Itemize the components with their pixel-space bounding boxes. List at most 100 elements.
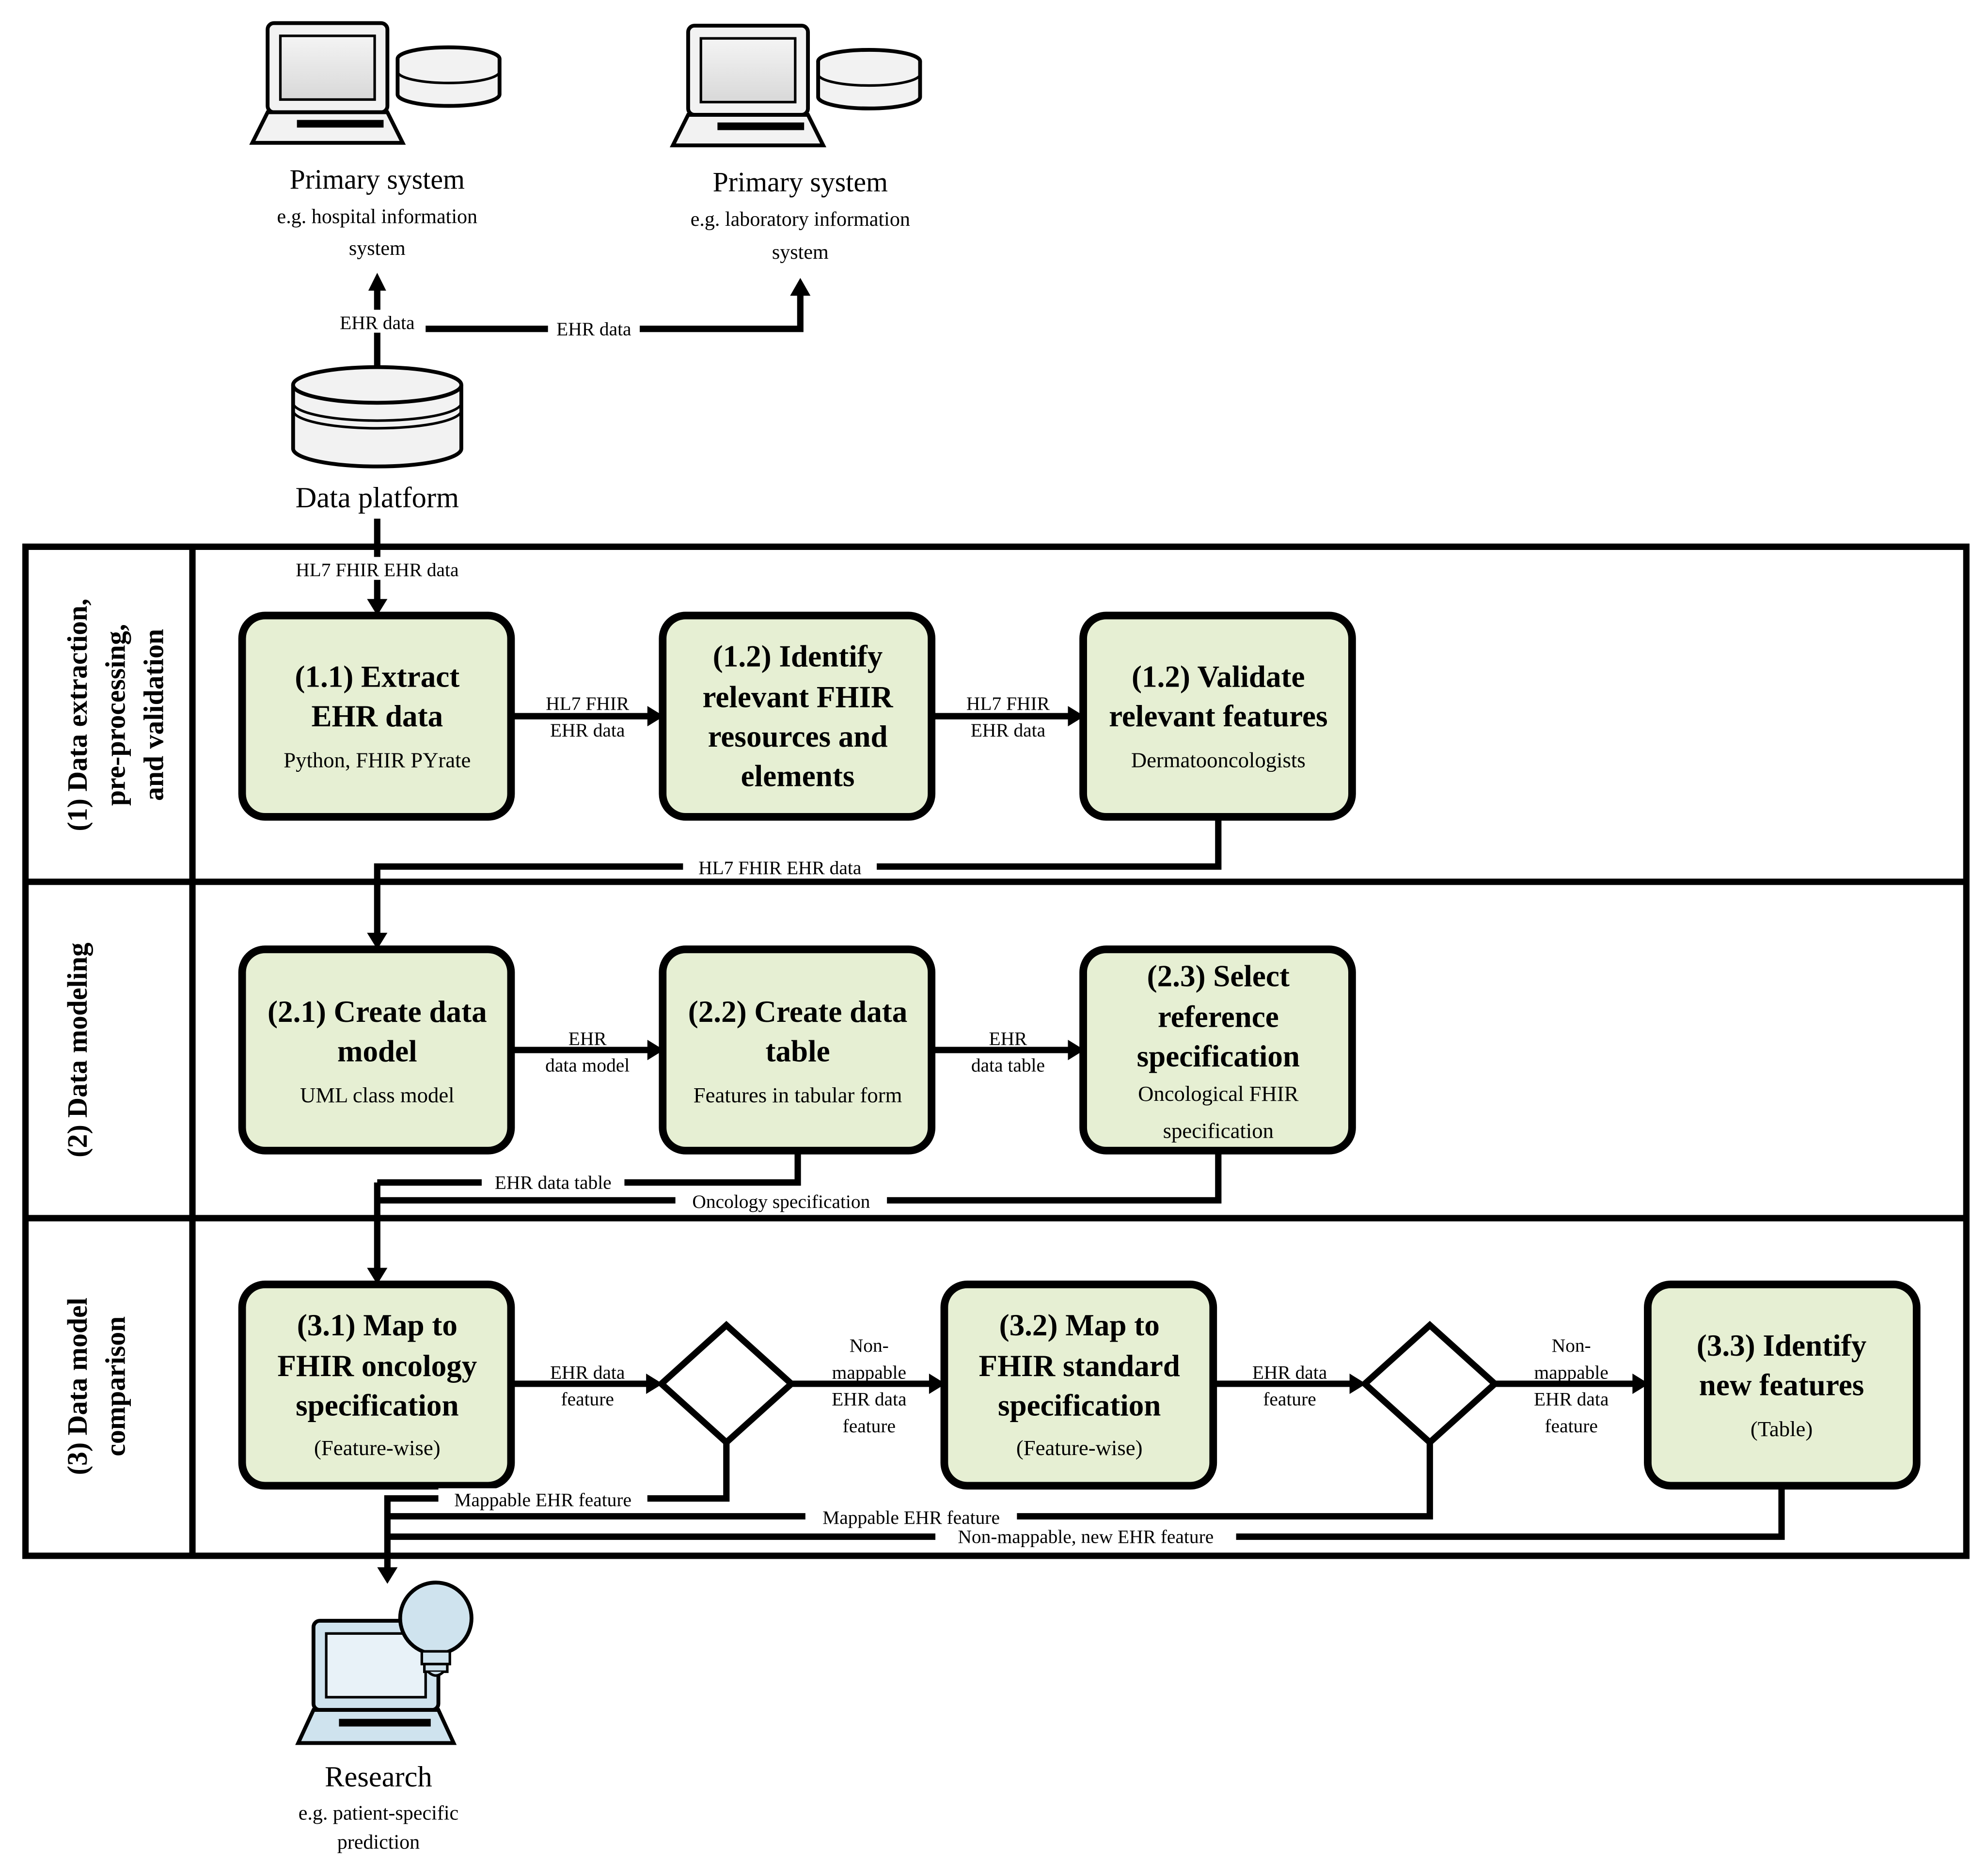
step-1-3-title-1: (1.2) Validate <box>1132 660 1305 694</box>
hospital-system-subtitle-2: system <box>349 237 406 260</box>
step-1-2-title-2: relevant FHIR <box>703 680 894 714</box>
step-3-2-title-1: (3.2) Map to <box>999 1308 1160 1342</box>
step-1-2-title-4: elements <box>741 759 855 793</box>
lab-system-subtitle-1: e.g. laboratory information <box>691 208 910 231</box>
edge-label-e11-12-2: EHR data <box>550 720 625 741</box>
step-3-3-title-2: new features <box>1699 1368 1864 1402</box>
decision-diamond-1 <box>656 1321 796 1447</box>
arrowhead <box>647 1040 664 1061</box>
step-3-1-title-2: FHIR oncology <box>277 1349 477 1383</box>
lab-system-title: Primary system <box>713 166 888 198</box>
lane-3-label-line-1: (3) Data model <box>62 1298 93 1475</box>
data-platform-database-icon <box>291 365 463 469</box>
edge-label-e22-23-2: data table <box>971 1055 1045 1076</box>
label-bg <box>280 557 474 580</box>
label-bg <box>675 1190 887 1212</box>
step-3-1-title-1: (3.1) Map to <box>297 1308 458 1342</box>
step-2-2-title-2: table <box>765 1034 830 1068</box>
laboratory-system-icon <box>669 23 922 148</box>
edge-label-mappable-1: Mappable EHR feature <box>454 1489 631 1510</box>
arrowhead <box>1068 706 1085 727</box>
step-2-3-title-1: (2.3) Select <box>1147 959 1290 993</box>
edge-label-d2-33-3: EHR data <box>1534 1389 1609 1410</box>
step-2-1-title-2: model <box>337 1034 417 1068</box>
step-1-1-extract-box <box>238 611 515 821</box>
step-2-2-subtitle: Features in tabular form <box>694 1083 902 1107</box>
step-2-1-title-1: (2.1) Create data <box>268 995 487 1029</box>
step-1-1-subtitle: Python, FHIR PYrate <box>284 748 471 772</box>
arrowhead <box>647 706 664 727</box>
arrowhead <box>368 273 386 291</box>
edge-label-e12-13-1: HL7 FHIR <box>966 693 1050 714</box>
edge-label-e31-d1-1: EHR data <box>550 1362 625 1383</box>
label-bg <box>548 317 640 341</box>
edge-label-mappable-2: Mappable EHR feature <box>822 1507 1000 1528</box>
step-2-1-subtitle: UML class model <box>300 1083 455 1107</box>
edge-label-d1-32-2: mappable <box>832 1362 906 1383</box>
edge-label-e12-13-2: EHR data <box>971 720 1045 741</box>
edge-label-e32-d2-2: feature <box>1263 1389 1316 1410</box>
edge-label-e21-22-2: data model <box>545 1055 630 1076</box>
label-bg <box>935 1525 1236 1547</box>
edge-label-d2-33-2: mappable <box>1534 1362 1609 1383</box>
research-subtitle-2: prediction <box>337 1832 420 1854</box>
hospital-system-subtitle-1: e.g. hospital information <box>277 206 478 228</box>
data-platform-title: Data platform <box>296 482 459 514</box>
edge-mappable-2 <box>387 1442 1433 1520</box>
step-3-1-map-oncology-box <box>238 1280 515 1490</box>
edge-label-d2-33-1: Non- <box>1552 1335 1591 1356</box>
arrowhead <box>646 1373 663 1394</box>
step-3-2-title-2: FHIR standard <box>978 1349 1180 1383</box>
step-1-3-subtitle: Dermatooncologists <box>1131 748 1306 772</box>
edge-label-oncology-specification: Oncology specification <box>692 1191 870 1212</box>
hospital-system-icon <box>249 21 502 145</box>
edge-label-e32-d2-1: EHR data <box>1252 1362 1327 1383</box>
arrowhead <box>1068 1040 1085 1061</box>
arrowhead <box>367 1268 388 1284</box>
step-1-2-title-3: resources and <box>708 720 888 753</box>
arrowhead <box>929 1373 946 1394</box>
edge-non-mappable-new <box>387 1486 1785 1540</box>
label-bg <box>805 1506 1017 1528</box>
lane-1-label-line-1: (1) Data extraction, <box>62 598 93 831</box>
step-3-2-title-3: specification <box>998 1389 1161 1423</box>
edge-label-non-mappable-new: Non-mappable, new EHR feature <box>958 1526 1214 1548</box>
step-2-3-title-2: reference <box>1158 1000 1279 1034</box>
edge-label-hl7-top: HL7 FHIR EHR data <box>296 559 458 580</box>
step-2-3-subtitle-2: specification <box>1163 1118 1274 1143</box>
edge-label-e11-12-1: HL7 FHIR <box>546 693 630 714</box>
edge-label-ehr-data-table: EHR data table <box>495 1172 612 1193</box>
edge-specification-down <box>377 1150 1222 1204</box>
edge-label-e31-d1-2: feature <box>561 1389 614 1410</box>
step-3-1-title-3: specification <box>296 1389 458 1423</box>
edge-label-d1-32-1: Non- <box>850 1335 889 1356</box>
label-bg <box>481 1171 625 1193</box>
edge-label-d1-32-3: EHR data <box>832 1389 906 1410</box>
edge-label-e22-23-1: EHR <box>989 1028 1027 1049</box>
lightbulb-icon <box>398 1581 473 1677</box>
edge-label-hl7-lane1-out: HL7 FHIR EHR data <box>698 857 861 878</box>
arrowhead <box>1632 1373 1649 1394</box>
step-1-1-title-2: EHR data <box>311 699 443 733</box>
research-title: Research <box>325 1761 432 1793</box>
lane-1-label-line-2: pre-processing, <box>100 624 131 806</box>
research-subtitle-1: e.g. patient-specific <box>299 1802 459 1824</box>
step-2-3-subtitle-1: Oncological FHIR <box>1138 1081 1299 1106</box>
edge-label-ehr-data-left: EHR data <box>340 312 414 333</box>
arrowhead <box>1349 1373 1366 1394</box>
step-3-3-title-1: (3.3) Identify <box>1697 1329 1866 1362</box>
edge-label-ehr-data-right: EHR data <box>556 318 631 340</box>
label-bg <box>438 1488 647 1510</box>
lane-2-label: (2) Data modeling <box>62 942 93 1157</box>
step-2-3-title-3: specification <box>1137 1039 1300 1073</box>
step-3-2-subtitle: (Feature-wise) <box>1016 1436 1143 1460</box>
label-bg <box>329 310 426 333</box>
lane-3-label-line-2: comparison <box>100 1316 131 1456</box>
step-3-3-subtitle: (Table) <box>1751 1417 1813 1441</box>
label-bg <box>683 856 877 878</box>
arrowhead <box>790 278 811 296</box>
arrowhead <box>377 1567 398 1584</box>
lab-system-subtitle-2: system <box>772 241 829 264</box>
